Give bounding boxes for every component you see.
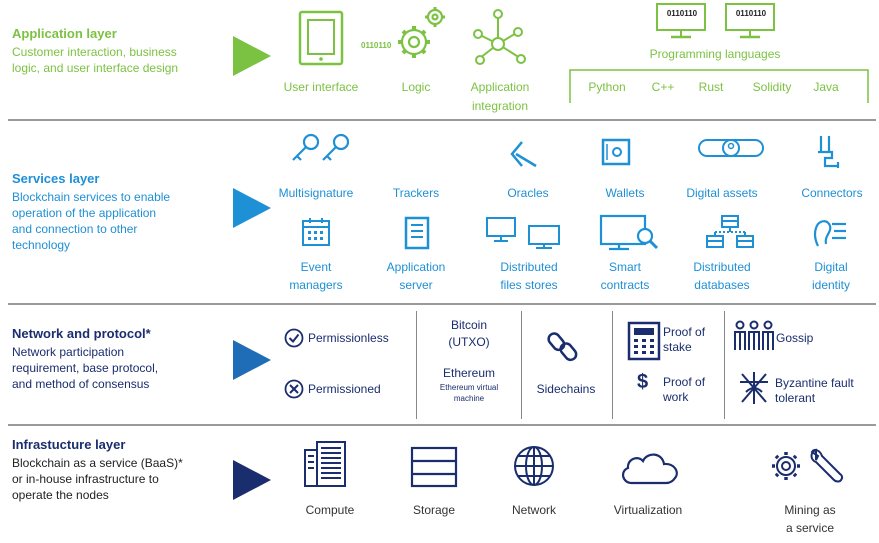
divider — [416, 311, 417, 419]
x-circle-icon — [284, 379, 304, 399]
distributed-monitors-icon — [486, 217, 560, 249]
mining-tools-icon — [772, 448, 844, 483]
server-rack-icon — [304, 441, 346, 487]
network-arrow-icon — [233, 340, 271, 380]
services-arrow-icon — [233, 188, 271, 228]
divider — [724, 311, 725, 419]
wallets-label: Wallets — [605, 186, 645, 200]
chain-link-icon — [547, 332, 578, 362]
oracle-gavel-icon — [510, 141, 537, 168]
gossip-label: Gossip — [776, 331, 814, 345]
infrastructure-layer-title: Infrastucture layer — [12, 437, 126, 452]
safe-wallet-icon — [601, 138, 631, 166]
language-cpp: C++ — [651, 80, 675, 94]
calculator-icon — [627, 321, 661, 361]
monitor-binary-text: 0110110 — [735, 9, 767, 18]
trackers-label: Trackers — [392, 186, 440, 200]
logic-label: Logic — [401, 80, 431, 94]
language-rust: Rust — [698, 80, 724, 94]
sidechains-label: Sidechains — [536, 382, 596, 396]
permissioned-label: Permissioned — [308, 382, 381, 396]
cloud-icon — [622, 453, 678, 485]
digital-asset-token-icon — [698, 139, 764, 157]
services-layer-title: Services layer — [12, 171, 100, 186]
network-layer-title: Network and protocol* — [12, 326, 151, 341]
monitor-binary-text: 0110110 — [666, 9, 698, 18]
application-arrow-icon — [233, 36, 271, 76]
code-monitor-icon — [656, 3, 706, 39]
separator — [8, 303, 876, 305]
application-layer-title: Application layer — [12, 26, 117, 41]
virtualization-label: Virtualization — [613, 503, 683, 517]
language-java: Java — [813, 80, 839, 94]
separator — [8, 424, 876, 426]
code-monitor-icon — [725, 3, 775, 39]
languages-bracket — [569, 69, 869, 103]
storage-icon — [410, 446, 458, 488]
divider — [612, 311, 613, 419]
logic-binary-text: 0110110 — [361, 41, 392, 50]
gossip-people-icon — [734, 320, 774, 350]
globe-icon — [514, 446, 554, 486]
compute-label: Compute — [305, 503, 355, 517]
distributed-database-icon — [706, 215, 754, 248]
ethereum-label: Ethereum — [442, 366, 496, 380]
divider — [521, 311, 522, 419]
smart-contract-monitor-icon — [599, 214, 659, 251]
programming-languages-title: Programming languages — [649, 47, 781, 61]
digital-identity-icon — [813, 220, 846, 247]
language-python: Python — [588, 80, 626, 94]
check-circle-icon — [284, 328, 304, 348]
infrastructure-layer-desc: Blockchain as a service (BaaS)*or in-hou… — [12, 456, 183, 502]
gears-icon — [398, 7, 445, 58]
calendar-icon — [302, 218, 330, 246]
infrastructure-arrow-icon — [233, 460, 271, 500]
bitcoin-label: Bitcoin(UTXO) — [448, 318, 490, 349]
dollar-icon: $ — [637, 371, 649, 393]
oracles-label: Oracles — [507, 186, 549, 200]
network-label: Network — [511, 503, 556, 517]
language-solidity: Solidity — [752, 80, 792, 94]
multisignature-label: Multisignature — [278, 186, 354, 200]
keys-icon — [292, 133, 350, 161]
tablet-icon — [298, 10, 344, 66]
digital-assets-label: Digital assets — [686, 186, 758, 200]
connectors-label: Connectors — [801, 186, 863, 200]
permissionless-label: Permissionless — [308, 331, 389, 345]
byzantine-network-icon — [740, 372, 768, 404]
storage-label: Storage — [412, 503, 456, 517]
document-server-icon — [404, 216, 430, 250]
connector-plug-icon — [818, 136, 840, 168]
user-interface-label: User interface — [283, 80, 359, 94]
separator — [8, 119, 876, 121]
integration-network-icon — [473, 9, 526, 65]
